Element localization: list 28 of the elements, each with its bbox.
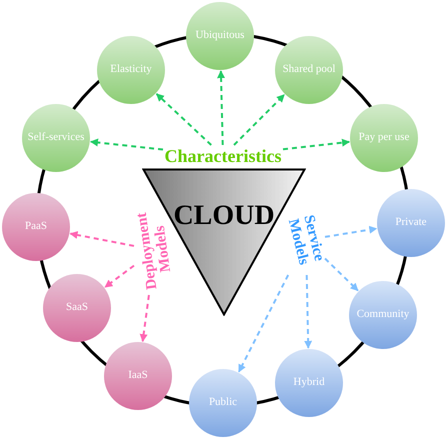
node-label: IaaS [128, 369, 148, 383]
group-heading: Deployment Models [133, 210, 174, 293]
node-label: Elasticity [110, 63, 152, 77]
dashed-arrow [156, 93, 212, 146]
dashed-arrow [324, 226, 378, 238]
node-label: Self-services [28, 131, 84, 145]
dashed-arrow [90, 138, 164, 151]
node-label: Community [356, 308, 410, 322]
dashed-arrow [304, 274, 312, 349]
group-heading: Service Models [284, 212, 328, 268]
node-label: Pay per use [358, 131, 410, 145]
dashed-arrow [70, 231, 134, 247]
node-label: Private [395, 216, 427, 230]
node-label: Ubiquitous [196, 29, 244, 43]
node-label: Public [208, 396, 238, 410]
dashed-arrow [104, 264, 135, 288]
dashed-arrow [140, 294, 150, 342]
node-label: Hybrid [293, 376, 325, 390]
group-heading: Characteristics [164, 144, 282, 168]
node-label: Shared pool [282, 63, 336, 77]
dashed-arrow [233, 94, 285, 146]
node-label: PaaS [25, 220, 47, 234]
dashed-arrow [324, 258, 359, 292]
node-label: SaaS [66, 301, 88, 315]
dashed-arrow [217, 70, 226, 146]
node-label: CLOUD [173, 202, 275, 230]
dashed-arrow [238, 274, 290, 373]
dashed-arrow [282, 138, 350, 150]
